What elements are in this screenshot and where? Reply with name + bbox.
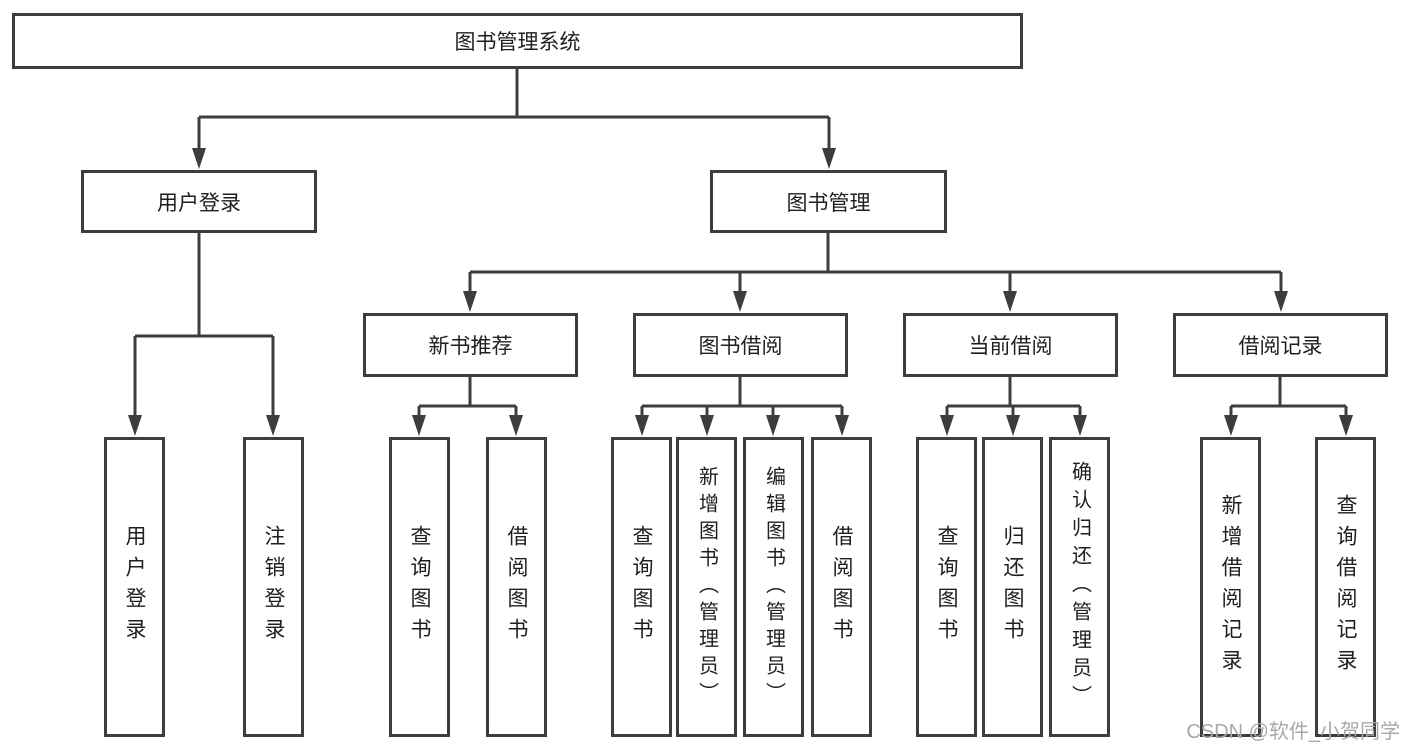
node-leaf-label: 查询图书 xyxy=(935,525,958,649)
node-leaf-label: 新增借阅记录 xyxy=(1219,494,1242,680)
node-leaf-edit-books-admin: 编辑图书（管理员） xyxy=(743,437,804,737)
node-user-login: 用户登录 xyxy=(81,170,317,233)
node-borrowing-records-label: 借阅记录 xyxy=(1238,335,1323,358)
node-leaf-return-books: 归还图书 xyxy=(982,437,1043,737)
node-book-management: 图书管理 xyxy=(710,170,947,233)
node-leaf-logout: 注销登录 xyxy=(243,437,304,737)
node-root: 图书管理系统 xyxy=(12,13,1023,69)
node-leaf-query-books-current: 查询图书 xyxy=(916,437,977,737)
node-leaf-label: 确认归还（管理员） xyxy=(1068,461,1091,713)
node-leaf-add-books-admin: 新增图书（管理员） xyxy=(676,437,737,737)
arrowheads xyxy=(128,148,1353,436)
node-new-book-recommend-label: 新书推荐 xyxy=(428,335,513,358)
node-book-borrowing: 图书借阅 xyxy=(633,313,848,377)
node-current-borrowing-label: 当前借阅 xyxy=(968,335,1053,358)
node-leaf-label: 借阅图书 xyxy=(505,525,528,649)
node-leaf-label: 查询借阅记录 xyxy=(1334,494,1357,680)
node-leaf-user-login-action: 用户登录 xyxy=(104,437,165,737)
node-leaf-borrow-books-recommend: 借阅图书 xyxy=(486,437,547,737)
node-leaf-label: 查询图书 xyxy=(408,525,431,649)
node-new-book-recommend: 新书推荐 xyxy=(363,313,578,377)
node-leaf-label: 注销登录 xyxy=(262,525,285,649)
node-leaf-label: 查询图书 xyxy=(630,525,653,649)
node-current-borrowing: 当前借阅 xyxy=(903,313,1118,377)
node-book-borrowing-label: 图书借阅 xyxy=(698,335,783,358)
node-borrowing-records: 借阅记录 xyxy=(1173,313,1388,377)
node-leaf-query-books-recommend: 查询图书 xyxy=(389,437,450,737)
csdn-watermark: CSDN @软件_小贺同学 xyxy=(1186,721,1400,743)
node-leaf-query-borrow-record: 查询借阅记录 xyxy=(1315,437,1376,737)
node-leaf-query-books-borrowing: 查询图书 xyxy=(611,437,672,737)
node-leaf-label: 借阅图书 xyxy=(830,525,853,649)
node-book-management-label: 图书管理 xyxy=(786,191,871,215)
node-root-label: 图书管理系统 xyxy=(454,31,581,54)
node-leaf-label: 新增图书（管理员） xyxy=(695,465,718,709)
node-leaf-label: 用户登录 xyxy=(123,525,146,649)
node-leaf-label: 编辑图书（管理员） xyxy=(762,465,785,709)
node-leaf-add-borrow-record: 新增借阅记录 xyxy=(1200,437,1261,737)
node-leaf-borrow-books-borrowing: 借阅图书 xyxy=(811,437,872,737)
node-leaf-label: 归还图书 xyxy=(1001,525,1024,649)
node-leaf-confirm-return-admin: 确认归还（管理员） xyxy=(1049,437,1110,737)
node-user-login-label: 用户登录 xyxy=(157,191,241,215)
